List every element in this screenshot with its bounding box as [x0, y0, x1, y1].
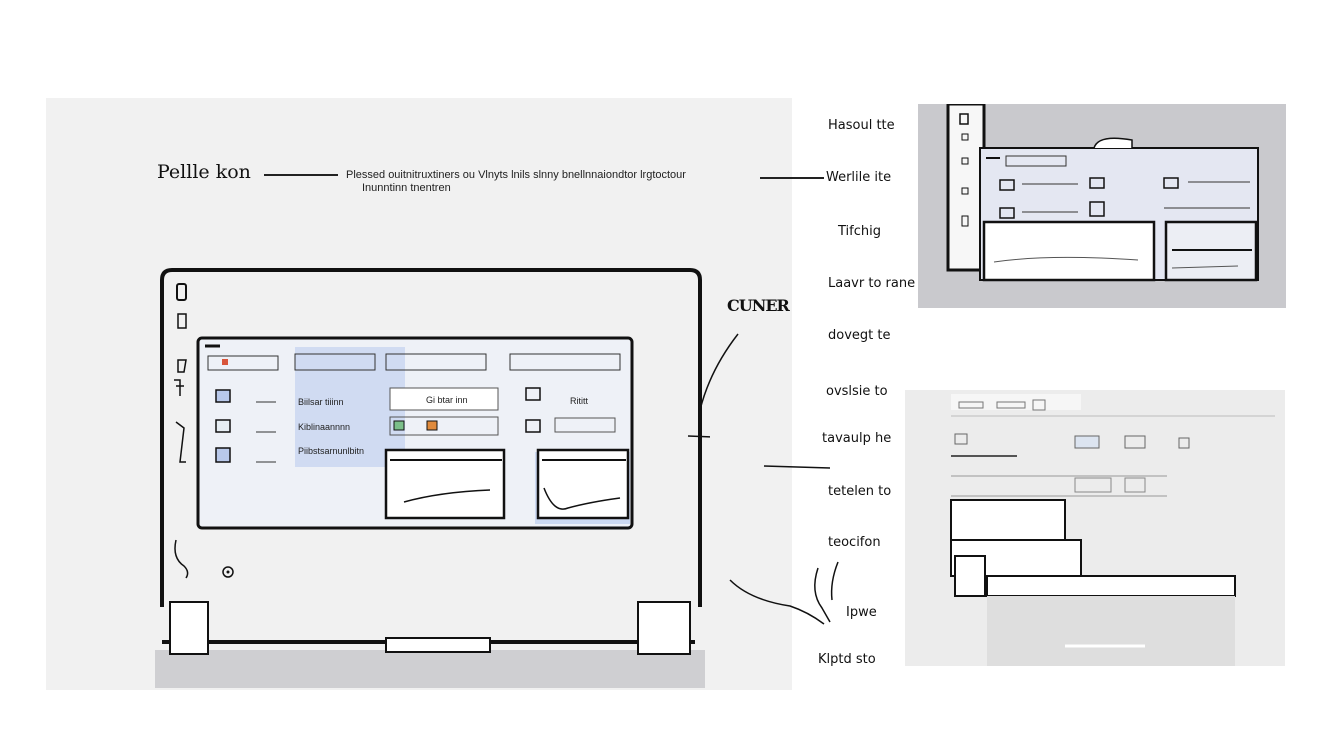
row-label-1: Biilsar tiiinn: [298, 397, 344, 407]
left-leg: [169, 601, 209, 655]
middle-field-label: Gi btar inn: [426, 395, 468, 405]
right-top-sidebar: [946, 104, 986, 272]
sidebar-icon-3: [177, 359, 187, 373]
leader-line-caption: [760, 177, 824, 179]
sidebar-icon-5: [175, 421, 186, 463]
annotation-4: Laavr to rane: [828, 276, 916, 291]
annotation-11: Klptd sto: [818, 652, 876, 667]
bottom-card-1: [384, 448, 506, 520]
header-box-3: [385, 353, 487, 371]
sketch-caption-line1: Plessed ouitnitruxtiners ou Vlnyts lnils…: [346, 169, 686, 181]
header-box-2: [294, 353, 376, 371]
annotation-10: Ipwe: [846, 605, 877, 620]
leader-line-title: [264, 174, 338, 176]
annotation-6: ovslsie to: [826, 384, 888, 399]
sketch-caption-line2: Inunntinn tnentren: [362, 182, 451, 194]
green-swatch: [393, 420, 405, 431]
annotation-3: Tifchig: [838, 224, 881, 239]
right-bottom-card-1: [950, 499, 1066, 541]
annotation-1: Hasoul tte: [828, 118, 895, 133]
sidebar-icon-6: [174, 539, 189, 579]
right-top-mockup: [946, 104, 1259, 282]
pointer-curves: [699, 333, 839, 625]
sidebar-icon-2: [177, 313, 187, 329]
row-icon-3: [215, 447, 231, 463]
row-label-3: Piibstsarnunlbitn: [298, 446, 364, 456]
annotation-8: tetelen to: [828, 484, 892, 499]
laptop-window-sketch: Biilsar tiiinn Kiblinaannnn Piibstsarnun…: [155, 268, 710, 688]
sidebar-icon-1: [176, 283, 187, 301]
right-bottom-mockup: [950, 394, 1275, 666]
sketch-title: Pellle kon: [157, 161, 251, 183]
bottom-card-2: [536, 448, 630, 520]
middle-field: [389, 387, 499, 411]
annotation-5: dovegt te: [828, 328, 891, 343]
header-box-4: [509, 353, 621, 371]
laptop-base-shadow: [155, 650, 705, 688]
row-icon-2: [215, 419, 231, 433]
right-bottom-card-3: [986, 575, 1236, 597]
annotation-9: teocifon: [828, 535, 881, 550]
window-frame-top: [160, 268, 702, 607]
right-column-label: Rititt: [570, 396, 588, 406]
orange-swatch: [426, 420, 438, 431]
right-icon-2: [525, 419, 541, 433]
annotation-2: Werlile ite: [826, 170, 892, 185]
sidebar-icon-4: [174, 379, 184, 396]
scribble-label: CUNER: [727, 296, 790, 315]
annotation-7: tavaulp he: [822, 431, 892, 446]
row-icon-1: [215, 389, 231, 403]
right-icon-1: [525, 387, 541, 401]
sidebar-icon-7: [222, 566, 234, 578]
inner-blue-highlight: [295, 347, 405, 467]
right-bottom-base: [987, 596, 1235, 666]
right-leg: [637, 601, 691, 655]
right-top-card-1: [982, 220, 1156, 282]
row-label-2: Kiblinaannnn: [298, 422, 350, 432]
base-tray: [385, 637, 491, 653]
header-box-1: [207, 355, 279, 371]
